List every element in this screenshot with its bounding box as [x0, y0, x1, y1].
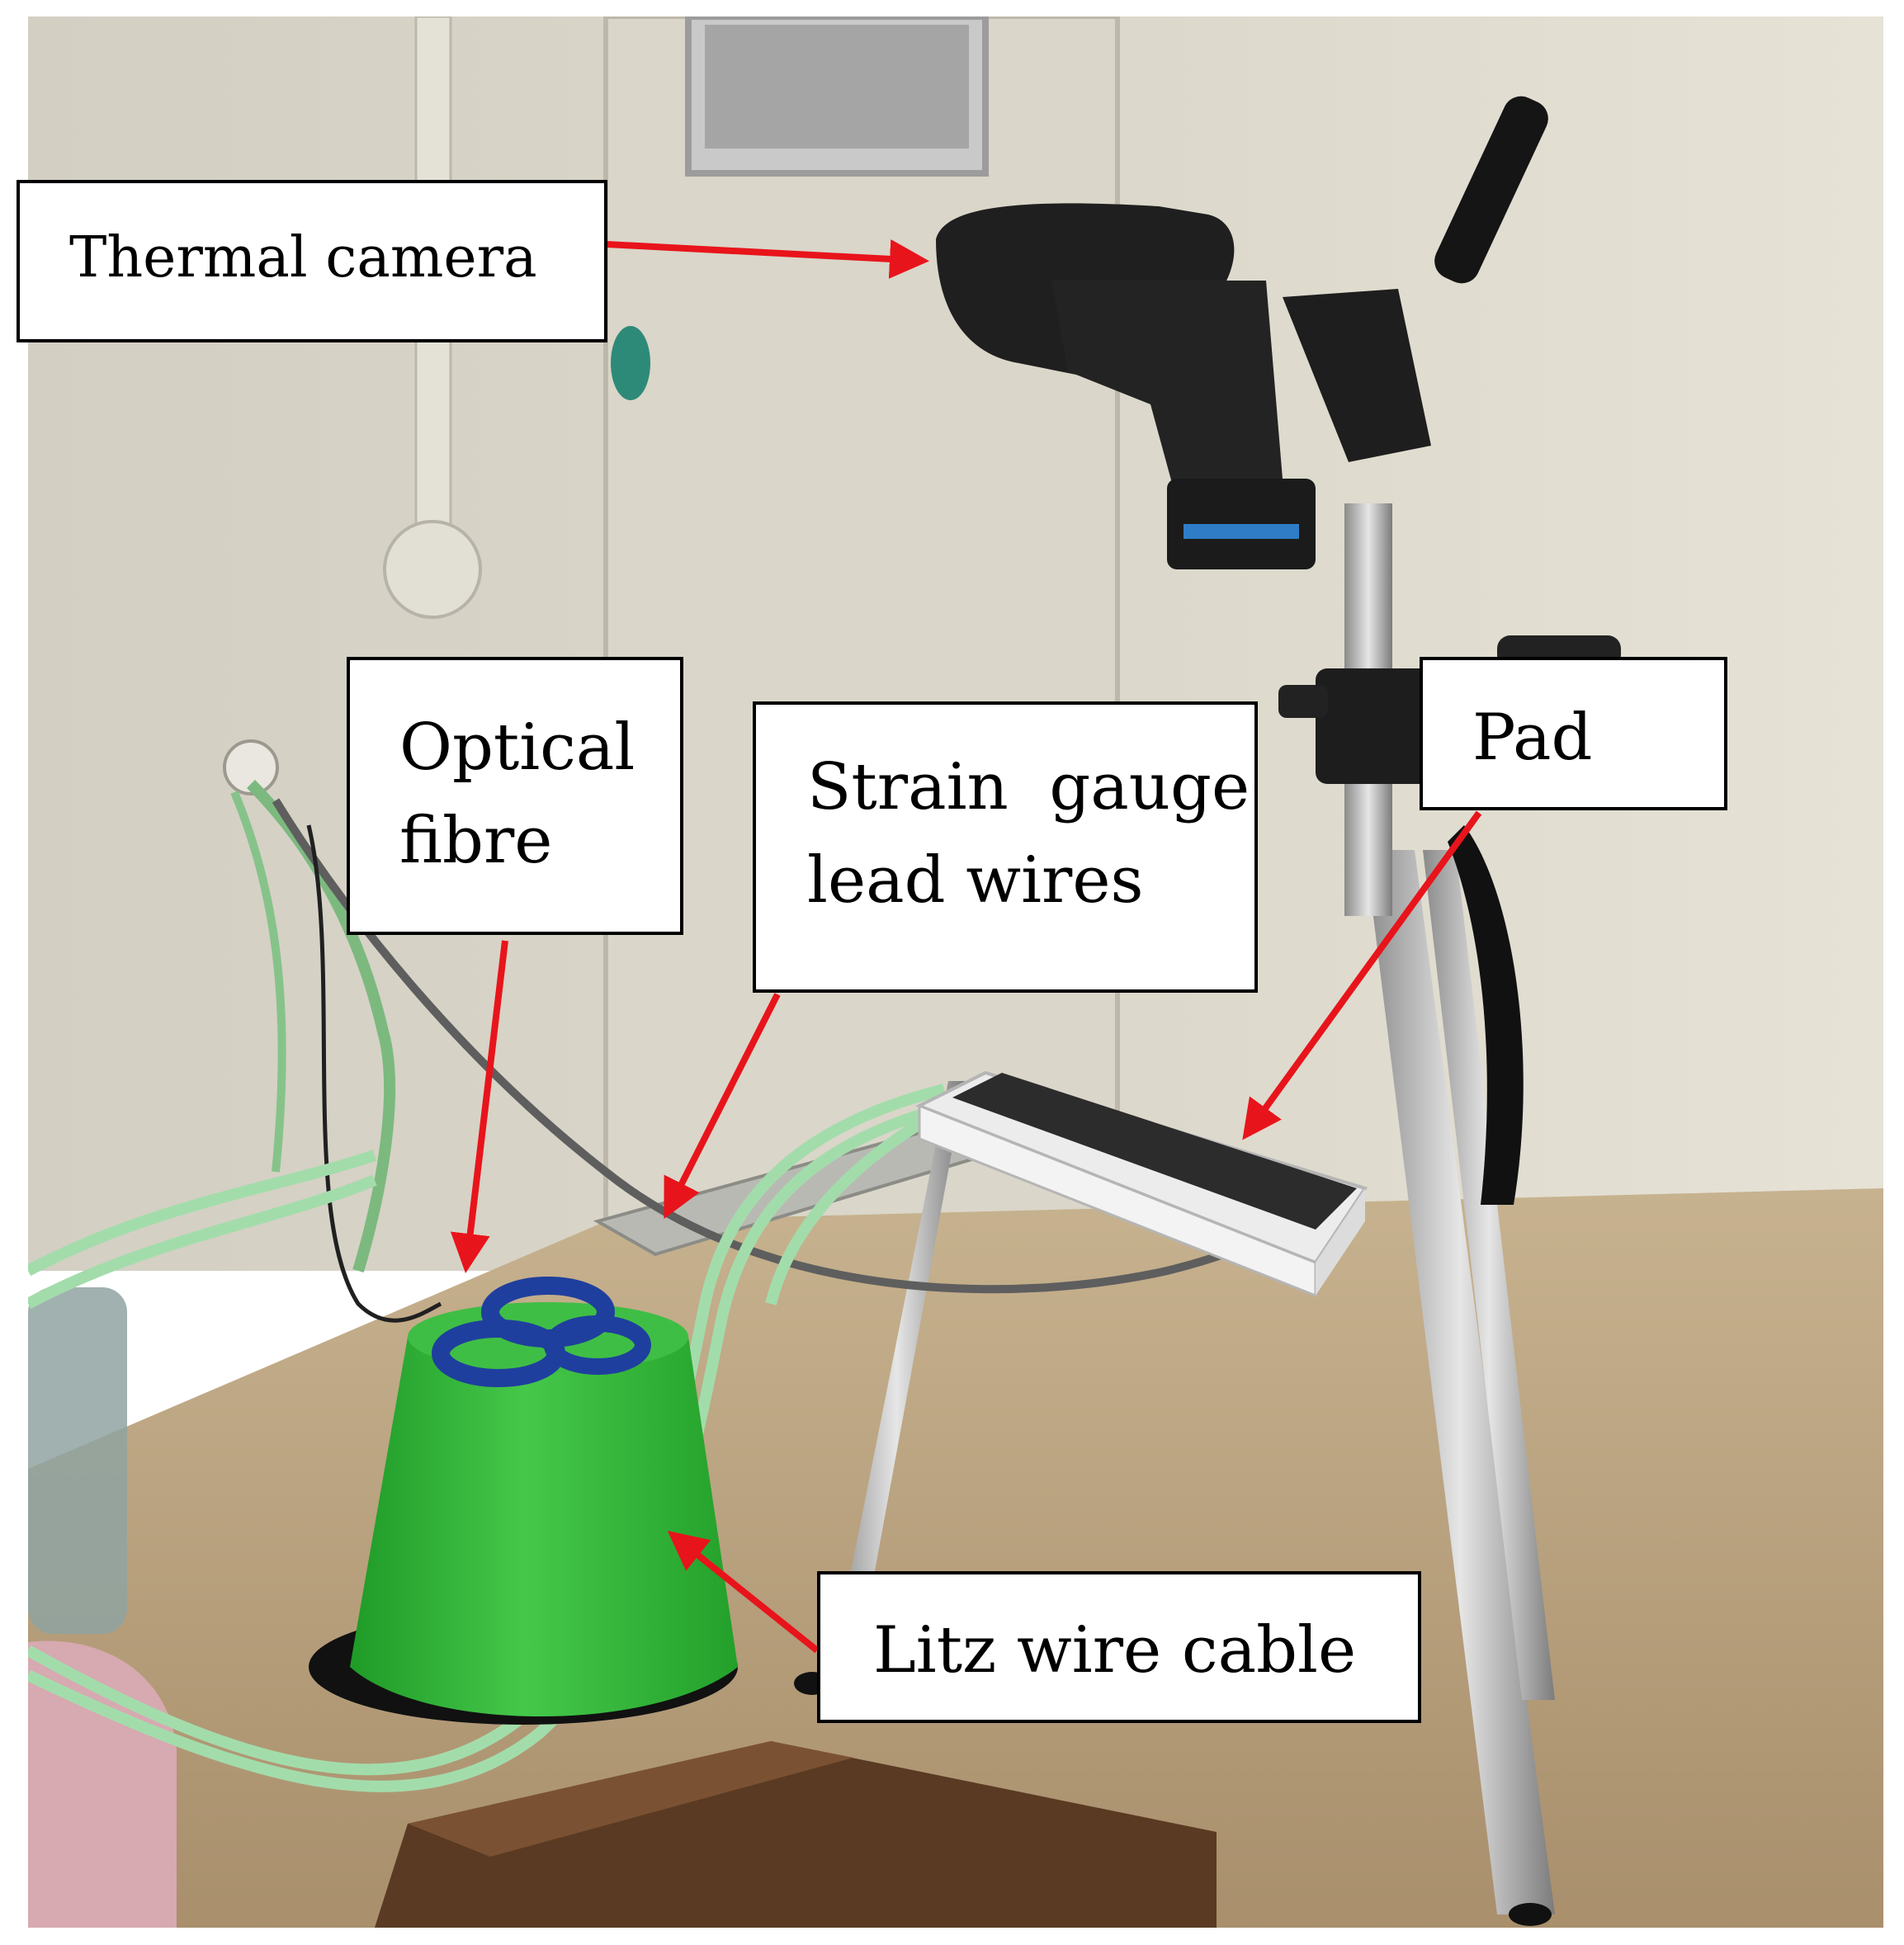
label-optical-fibre-line1: Optical — [399, 710, 635, 785]
pan-handle — [1434, 96, 1548, 284]
green-bucket — [350, 1337, 738, 1716]
pad-device — [915, 1070, 1368, 1298]
callout-thermal-camera: Thermal camera — [17, 180, 607, 342]
callout-litz-wire: Litz wire cable — [817, 1571, 1421, 1723]
arrow-optical-fibre — [450, 940, 508, 1273]
blue-rings — [432, 1277, 651, 1387]
label-strain-gauge-line2: lead wires — [807, 843, 1144, 918]
tripod-leg-front — [1365, 850, 1555, 1914]
tripod-leg-right — [1423, 850, 1555, 1700]
label-litz-wire: Litz wire cable — [873, 1613, 1357, 1688]
lead-wire — [272, 798, 1285, 1294]
tripod-leg-left — [829, 1081, 965, 1688]
wall-button — [611, 326, 650, 400]
arrow-pad — [1242, 810, 1482, 1140]
arrow-litz-wire — [667, 1531, 820, 1654]
arrow-strain-gauge — [664, 993, 781, 1220]
lab-setup-photo — [28, 17, 1883, 1928]
label-pad: Pad — [1472, 701, 1593, 775]
junction-box — [383, 520, 482, 619]
callout-pad: Pad — [1420, 657, 1727, 810]
label-strain-gauge-line1: Strain gauge — [807, 750, 1250, 824]
label-optical-fibre-line2: fibre — [399, 804, 553, 879]
label-thermal-camera: Thermal camera — [69, 225, 537, 290]
arrow-thermal-camera — [606, 238, 929, 279]
callout-optical-fibre: Optical fibre — [347, 657, 683, 935]
callout-strain-gauge: Strain gauge lead wires — [753, 701, 1258, 993]
